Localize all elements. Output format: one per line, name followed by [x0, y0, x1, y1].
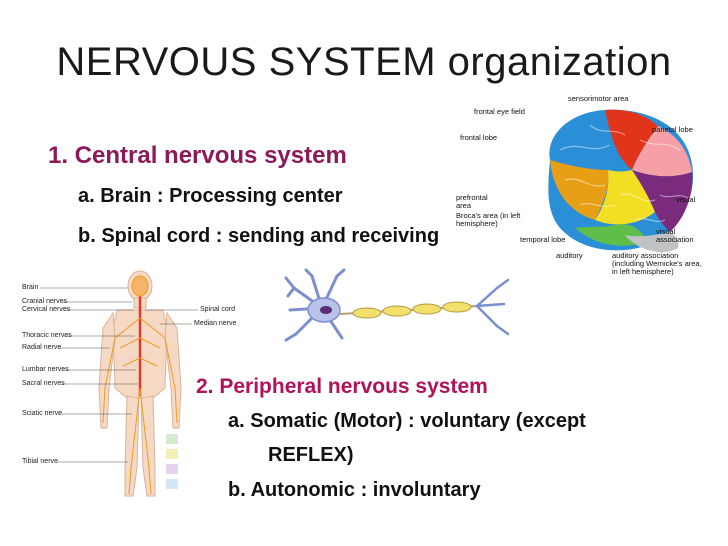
peripheral-item-autonomic: b. Autonomic : involuntary — [228, 479, 481, 501]
body-label-tibial: Tibial nerve — [22, 458, 58, 465]
central-item-brain: a. Brain : Processing center — [78, 185, 343, 207]
body-label-cranial: Cranial nerves — [22, 298, 68, 305]
body-label-lumbar: Lumbar nerves — [22, 366, 69, 373]
neuron-illustration — [284, 268, 510, 342]
brain-label-auditory: auditory — [556, 251, 583, 260]
brain-label-broca: Broca's area (in left hemisphere) — [456, 211, 521, 228]
central-item-spinal: b. Spinal cord : sending and receiving — [78, 225, 440, 247]
peripheral-item-somatic: a. Somatic (Motor) : voluntary (except — [228, 410, 586, 432]
body-label-spinal-cord: Spinal cord — [200, 306, 236, 313]
brain-label-frontal-lobe: frontal lobe — [460, 133, 498, 142]
peripheral-heading: 2. Peripheral nervous system — [196, 375, 488, 398]
brain-label-visual-assoc: visual association — [656, 227, 694, 244]
legend-swatch — [166, 449, 178, 459]
brain-label-frontal-eye: frontal eye field — [474, 107, 525, 116]
body-nervous-system-figure — [98, 270, 182, 497]
brain-label-visual: visual — [676, 195, 696, 204]
peripheral-item-somatic-cont: REFLEX) — [268, 444, 354, 466]
legend-swatch — [166, 464, 178, 474]
brain-label-prefrontal: prefrontal area — [456, 193, 488, 210]
body-label-median: Median nerve — [194, 320, 237, 327]
brain-label-auditory-assoc: auditory association (including Wernicke… — [612, 251, 702, 276]
body-label-radial: Radial nerve — [22, 344, 62, 351]
body-label-thoracic: Thoracic nerves — [22, 332, 72, 339]
slide-title: NERVOUS SYSTEM organization — [56, 40, 672, 84]
legend-swatch — [166, 479, 178, 489]
body-label-sciatic: Sciatic nerve — [22, 410, 63, 417]
legend-swatch — [166, 434, 178, 444]
brain-label-sensorimotor: sensorimotor area — [568, 94, 629, 103]
brain-label-parietal: parietal lobe — [652, 125, 693, 134]
body-label-sacral: Sacral nerves — [22, 380, 65, 387]
body-label-brain: Brain — [22, 284, 39, 291]
central-heading: 1. Central nervous system — [48, 142, 347, 169]
brain-label-temporal: temporal lobe — [520, 235, 566, 244]
brain-illustration — [548, 109, 694, 253]
body-label-cervical: Cervical nerves — [22, 306, 71, 313]
